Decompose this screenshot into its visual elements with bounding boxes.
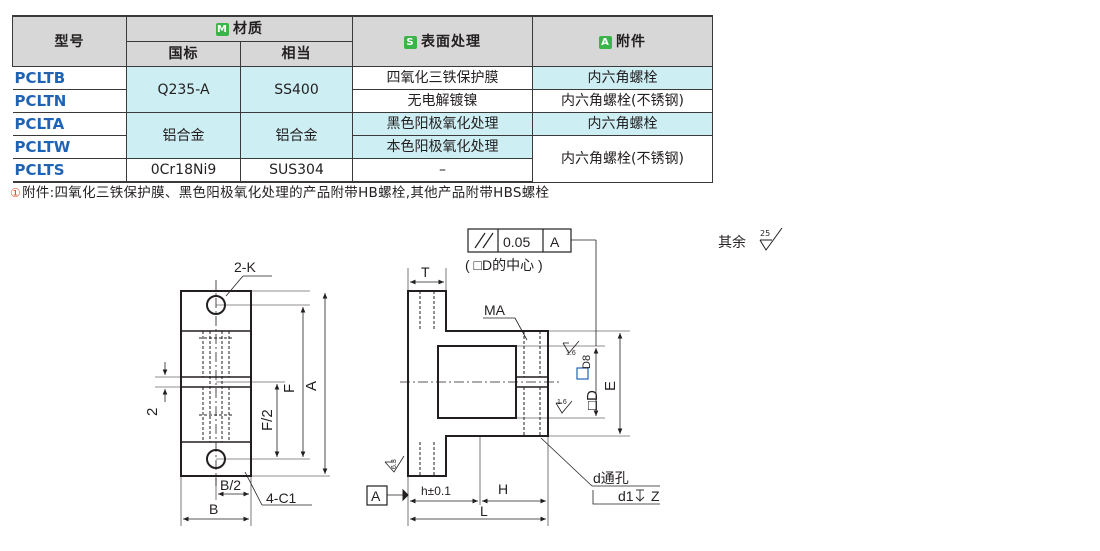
roughness-rest-value: 25 bbox=[760, 229, 771, 238]
roughness-rest-label: 其余 bbox=[718, 235, 746, 251]
model-cell: PCLTN bbox=[12, 89, 127, 113]
dim-f-half: F/2 bbox=[259, 409, 276, 431]
surface-badge-icon: S bbox=[404, 35, 417, 49]
roughness-symbol-icon bbox=[759, 228, 783, 251]
header-surface: S 表面处理 bbox=[352, 15, 533, 67]
header-material-label: 材质 bbox=[233, 21, 263, 37]
depth-symbol-icon bbox=[635, 489, 645, 502]
surface-cell: – bbox=[352, 158, 533, 183]
accessory-note: ①附件:四氧化三铁保护膜、黑色阳极氧化处理的产品附带HB螺栓,其他产品附带HBS… bbox=[10, 181, 549, 201]
dim-l: L bbox=[480, 503, 488, 519]
roughness-value: 6.3 bbox=[391, 459, 398, 469]
header-material-gb: 国标 bbox=[126, 41, 241, 67]
hole-depth: Z bbox=[651, 488, 660, 504]
dim-a: A bbox=[303, 381, 320, 391]
table-row: PCLTW 本色阳极氧化处理 内六角螺栓(不锈钢) bbox=[12, 135, 713, 183]
material-gb-cell: Q235-A bbox=[126, 66, 241, 113]
tolerance-value: 0.05 bbox=[503, 234, 530, 250]
hole-cb: d1 bbox=[618, 488, 634, 504]
model-cell: PCLTA bbox=[12, 112, 127, 136]
header-accessory-label: 附件 bbox=[616, 33, 646, 50]
holes-label: 2-K bbox=[234, 259, 256, 275]
dim-h: H bbox=[498, 481, 508, 497]
accessory-cell: 内六角螺栓(不锈钢) bbox=[532, 89, 713, 113]
header-surface-label: 表面处理 bbox=[421, 33, 481, 50]
header-accessory: A 附件 bbox=[532, 15, 713, 67]
datum-label: A bbox=[371, 488, 381, 504]
roughness-rest: 其余 25 bbox=[718, 228, 783, 252]
table-row: PCLTA 铝合金 铝合金 黑色阳极氧化处理 内六角螺栓 bbox=[12, 112, 713, 159]
dim-f: F bbox=[281, 384, 298, 393]
note-mark-icon: ① bbox=[10, 186, 22, 200]
material-gb-cell: 0Cr18Ni9 bbox=[126, 158, 241, 183]
accessory-cell: 内六角螺栓 bbox=[532, 112, 713, 136]
dim-two: 2 bbox=[144, 408, 161, 416]
material-badge-icon: M bbox=[216, 23, 229, 36]
left-view bbox=[155, 275, 330, 526]
hole-label: d通孔 bbox=[593, 470, 629, 486]
roughness-value: 1.6 bbox=[566, 350, 576, 357]
roughness-value: 1.6 bbox=[557, 399, 567, 406]
header-material-eq: 相当 bbox=[240, 41, 353, 67]
surface-cell: 无电解镀镍 bbox=[352, 89, 533, 113]
model-cell: PCLTS bbox=[12, 158, 127, 183]
model-cell: PCLTW bbox=[12, 135, 127, 159]
header-model: 型号 bbox=[12, 15, 127, 67]
accessory-cell: 内六角螺栓 bbox=[532, 66, 713, 90]
table-row: PCLTB Q235-A SS400 四氧化三铁保护膜 内六角螺栓 bbox=[12, 66, 713, 113]
bore-fit: D8 bbox=[581, 355, 593, 369]
right-view bbox=[366, 228, 660, 526]
material-gb-cell: 铝合金 bbox=[126, 112, 241, 159]
table-row: PCLTS 0Cr18Ni9 SUS304 – bbox=[12, 158, 713, 183]
material-eq-cell: 铝合金 bbox=[240, 112, 353, 159]
note-text: 附件:四氧化三铁保护膜、黑色阳极氧化处理的产品附带HB螺栓,其他产品附带HBS螺… bbox=[22, 185, 550, 201]
surface-cell: 四氧化三铁保护膜 bbox=[352, 66, 533, 90]
dim-ma: MA bbox=[484, 302, 506, 318]
tolerance-datum: A bbox=[550, 234, 560, 250]
square-bore-icon bbox=[576, 367, 589, 380]
surface-cell: 本色阳极氧化处理 bbox=[352, 135, 533, 159]
bore-label: □D bbox=[584, 390, 601, 410]
dim-b-half: B/2 bbox=[220, 477, 241, 493]
dim-h-small: h±0.1 bbox=[421, 484, 451, 498]
dim-b: B bbox=[209, 501, 218, 517]
accessory-badge-icon: A bbox=[599, 35, 612, 49]
tolerance-note: ( □D的中心 ) bbox=[465, 257, 543, 273]
spec-table: 型号 M 材质 S 表面处理 A 附件 国标 相当 PCLTB Q235-A SS40… bbox=[12, 15, 713, 183]
model-cell: PCLTB bbox=[12, 66, 127, 90]
material-eq-cell: SS400 bbox=[240, 66, 353, 113]
table-row: PCLTN 无电解镀镍 内六角螺栓(不锈钢) bbox=[12, 89, 713, 113]
accessory-cell: 内六角螺栓(不锈钢) bbox=[532, 135, 713, 183]
material-eq-cell: SUS304 bbox=[240, 158, 353, 183]
chamfer-label: 4-C1 bbox=[266, 490, 297, 506]
dim-t: T bbox=[421, 264, 430, 280]
dim-e: E bbox=[602, 381, 619, 391]
surface-cell: 黑色阳极氧化处理 bbox=[352, 112, 533, 136]
